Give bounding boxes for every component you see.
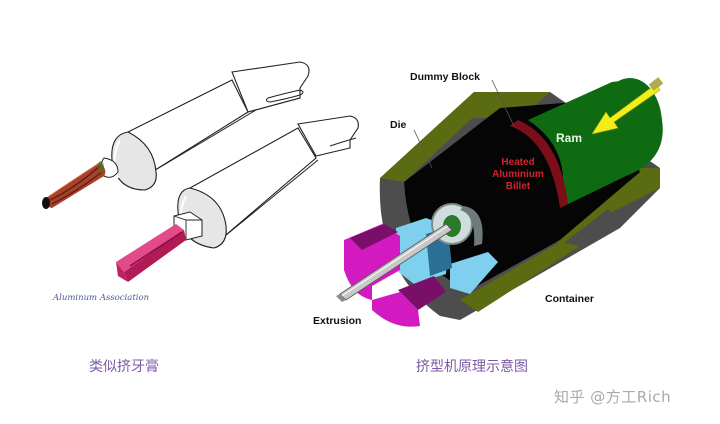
- die-holder: [344, 224, 446, 327]
- toothpaste-strand: [42, 161, 106, 209]
- tube-upper: [42, 61, 310, 209]
- caption-right: 挤型机原理示意图: [416, 359, 528, 375]
- extrusion-rod: [336, 223, 453, 302]
- dummy-block: [510, 120, 568, 208]
- caption-left: 类似挤牙膏: [89, 359, 159, 375]
- label-die: Die: [390, 119, 407, 131]
- label-extrusion: Extrusion: [313, 315, 361, 327]
- leader-die: [413, 129, 433, 169]
- label-dummy-block: Dummy Block: [410, 71, 480, 83]
- label-billet-2: Aluminium: [492, 169, 544, 180]
- tube-lower: [116, 115, 359, 282]
- direction-arrow: [591, 77, 664, 135]
- credit-text: Aluminum Association: [53, 293, 150, 303]
- label-billet-1: Heated: [501, 157, 534, 168]
- extruded-profile-pink: [116, 224, 186, 282]
- ram: [528, 78, 663, 208]
- label-billet-3: Billet: [506, 181, 531, 192]
- watermark: 知乎 @方工Rich: [554, 388, 672, 406]
- label-ram: Ram: [556, 131, 582, 145]
- leader-dummy-block: [491, 79, 515, 127]
- label-container: Container: [545, 293, 594, 305]
